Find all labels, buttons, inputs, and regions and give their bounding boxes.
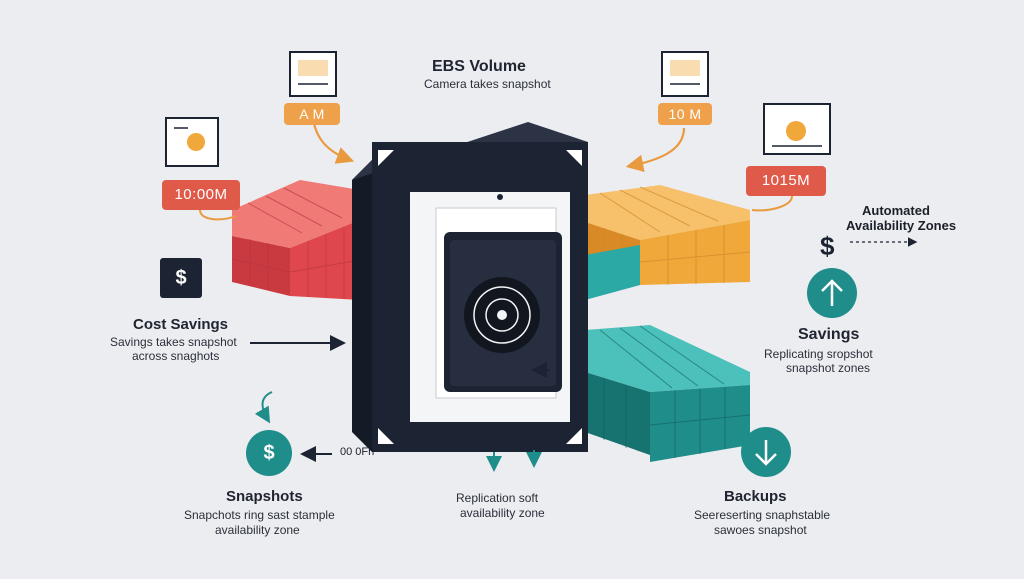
ebs-volume-device [352,122,588,452]
page-subtitle: Camera takes snapshot [424,77,551,91]
dollar-icon: $ [820,231,835,261]
savings-line2: snapshot zones [786,361,871,375]
snapshots-line2: availability zone [215,523,300,537]
cost-savings-line1: Savings takes snapshot [110,335,237,349]
snapshots-line1: Snapchots ring sast stample [184,508,335,522]
replication-line1: Replication soft [456,491,539,505]
page-title: EBS Volume [432,58,526,75]
time-badge-1015m: 1015M [746,166,826,196]
teal-block-grid [585,245,751,462]
time-badge-am: A M [284,103,340,125]
automated-label: Automated [862,203,930,218]
backups-line2: sawoes snapshot [714,523,807,537]
replication-line2: availability zone [460,506,545,520]
arrow-up-icon [807,268,857,318]
snapshot-time-label: 00 0Fh [340,446,375,458]
red-block-grid [231,180,361,300]
document-icon [165,117,219,167]
dollar-icon: $ [160,258,202,298]
document-icon [763,103,831,155]
cost-savings-line2: across snaghots [132,349,220,363]
backups-title: Backups [724,488,787,505]
document-icon [661,51,709,97]
dollar-icon: $ [246,430,292,476]
availability-zones-label: Availability Zones [846,218,957,233]
snapshots-title: Snapshots [226,488,303,505]
document-icon [289,51,337,97]
arrow-down-icon [741,427,791,477]
backups-line1: Seereserting snaphstable [694,508,831,522]
savings-line1: Replicating sropshot [764,347,873,361]
savings-title: Savings [798,326,860,343]
cost-savings-title: Cost Savings [133,316,229,333]
time-badge-10m: 10 M [658,103,712,125]
time-badge-1000m: 10:00M [162,180,240,210]
